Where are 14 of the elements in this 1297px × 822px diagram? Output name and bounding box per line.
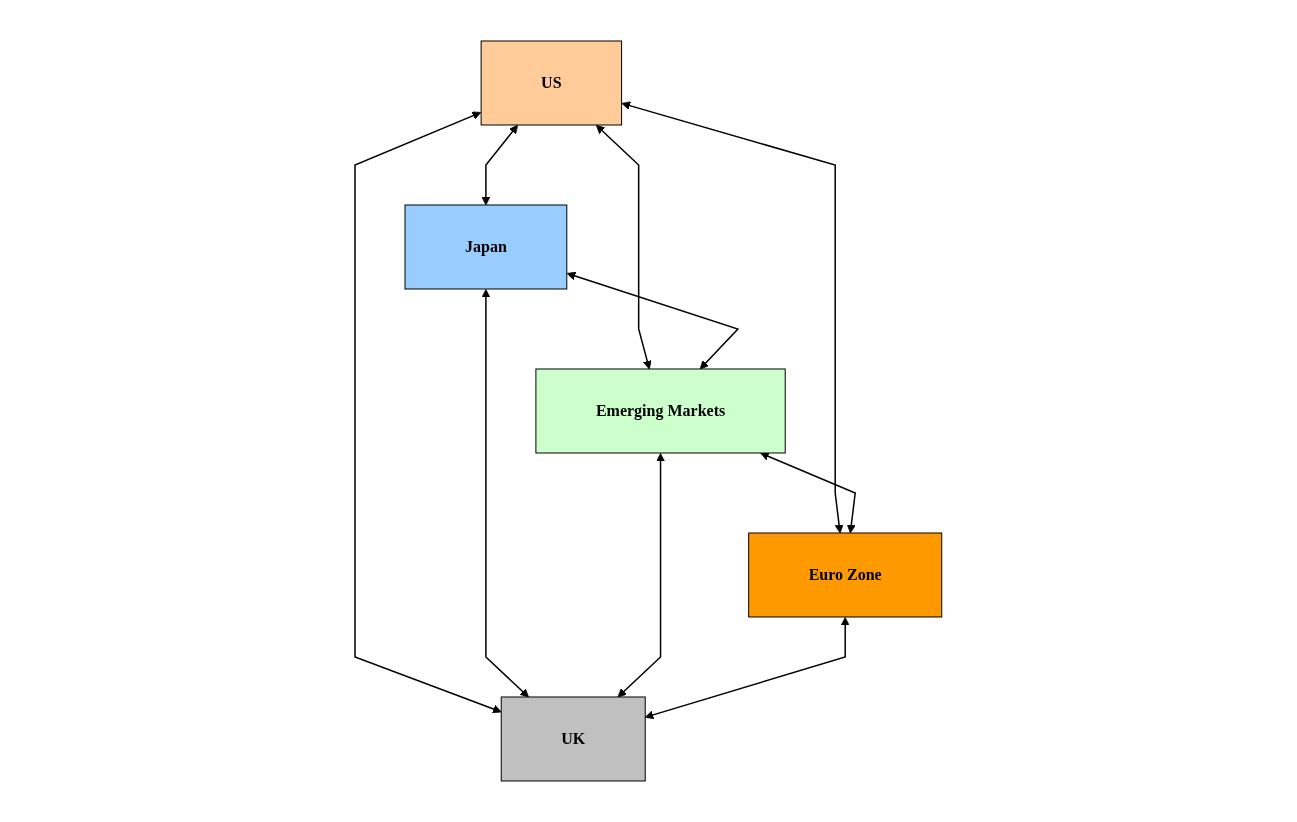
- arrow: [596, 124, 652, 370]
- arrow: [644, 617, 850, 720]
- node-box: Emerging Markets: [535, 368, 786, 454]
- node-box: US: [480, 40, 623, 126]
- arrow: [760, 452, 857, 534]
- arrow: [481, 124, 519, 206]
- node-box: UK: [500, 696, 646, 782]
- arrow: [354, 111, 502, 714]
- node-box: Japan: [404, 204, 568, 290]
- arrow: [566, 271, 740, 370]
- arrow: [621, 101, 844, 534]
- node-box: Euro Zone: [748, 532, 943, 618]
- arrow: [617, 453, 666, 698]
- arrow: [481, 289, 529, 698]
